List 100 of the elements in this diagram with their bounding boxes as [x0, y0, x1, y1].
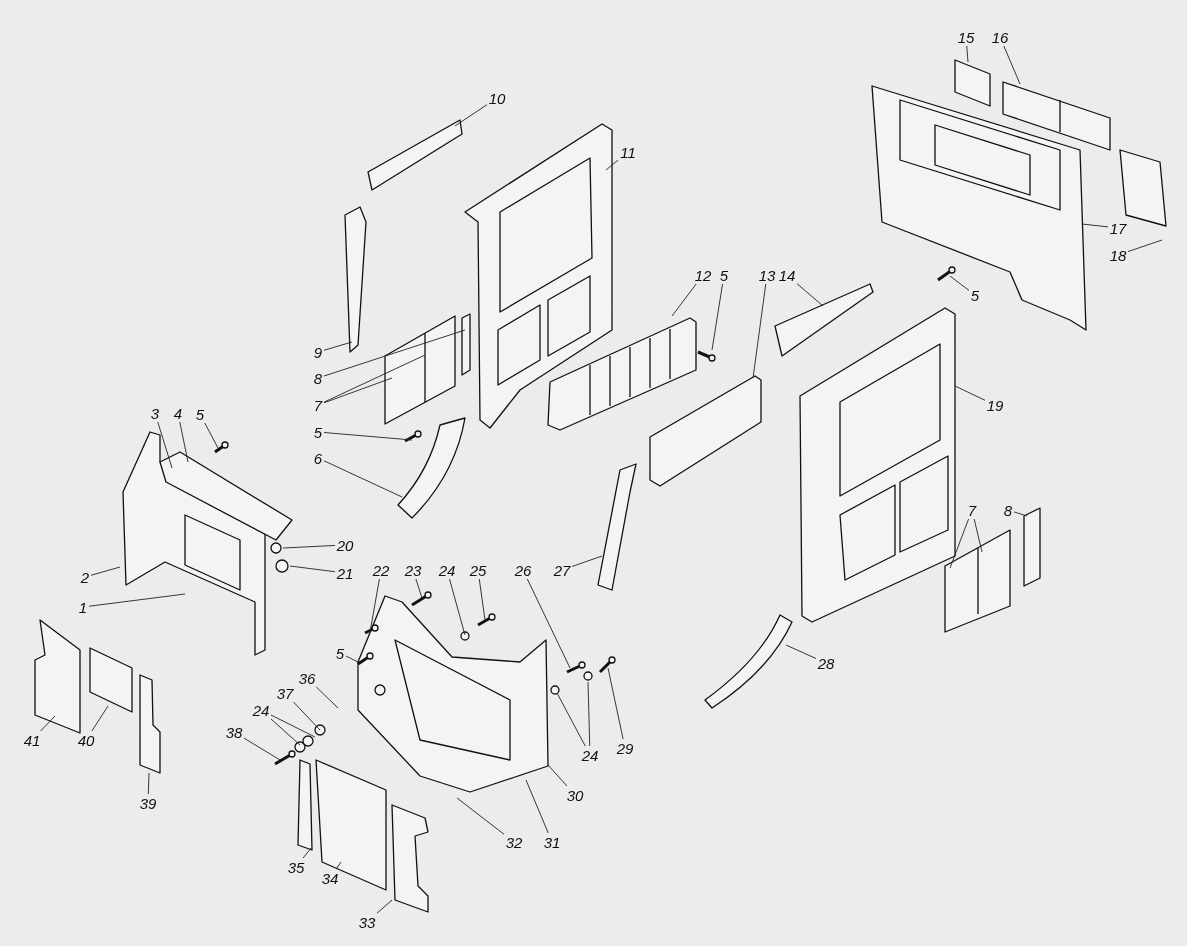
- leader-line: [456, 797, 505, 835]
- callout-number: 5: [719, 267, 729, 283]
- callout-number: 2: [80, 569, 90, 585]
- leader-line: [796, 283, 824, 307]
- callout-number: 25: [469, 562, 487, 578]
- leader-line: [323, 329, 466, 377]
- leader-line: [973, 518, 983, 553]
- leader-line: [587, 681, 591, 747]
- callout-number: 16: [991, 29, 1009, 45]
- callout-number: 1: [78, 599, 88, 615]
- callout-number: 27: [553, 562, 571, 578]
- callout-number: 23: [404, 562, 422, 578]
- leader-line: [1127, 239, 1163, 253]
- leader-line: [88, 593, 186, 607]
- leader-line: [525, 779, 549, 834]
- leader-line: [526, 578, 571, 669]
- leader-line: [547, 764, 568, 787]
- leader-line: [157, 421, 173, 469]
- leader-line: [289, 565, 336, 573]
- callout-number: 14: [778, 267, 796, 283]
- leader-line: [785, 644, 817, 659]
- callout-number: 5: [195, 406, 205, 422]
- callout-number: 20: [336, 537, 354, 553]
- callout-number: 28: [817, 655, 835, 671]
- callout-number: 37: [276, 685, 294, 701]
- leader-line: [556, 692, 586, 747]
- leader-line: [415, 578, 423, 599]
- callout-number: 8: [1003, 502, 1013, 518]
- leader-line: [949, 518, 970, 569]
- callout-number: 19: [986, 397, 1004, 413]
- leader-line: [671, 283, 697, 317]
- leader-line: [323, 354, 426, 403]
- leader-line: [270, 714, 316, 738]
- callout-number: 13: [758, 267, 776, 283]
- callout-number: 9: [313, 344, 323, 360]
- callout-number: 12: [694, 267, 712, 283]
- leader-line: [323, 341, 353, 351]
- leader-line: [949, 275, 970, 291]
- callout-number: 6: [313, 450, 323, 466]
- leader-line: [376, 899, 393, 914]
- callout-number: 5: [970, 287, 980, 303]
- leader-line: [752, 283, 767, 379]
- callout-number: 10: [488, 90, 506, 106]
- leader-line: [179, 421, 189, 463]
- callout-number: 24: [438, 562, 456, 578]
- leader-line: [282, 545, 336, 549]
- callout-number: 30: [566, 787, 584, 803]
- callout-number: 26: [514, 562, 532, 578]
- leader-line: [302, 847, 312, 859]
- callout-number: 31: [543, 834, 561, 850]
- leader-line: [454, 104, 488, 127]
- leader-line: [605, 159, 619, 171]
- leader-line: [293, 701, 321, 731]
- leader-line: [1003, 45, 1021, 85]
- callout-number: 11: [620, 144, 636, 160]
- callout-number: 5: [335, 645, 345, 661]
- leader-line: [478, 578, 486, 621]
- leader-line: [323, 432, 413, 441]
- leader-line: [270, 718, 301, 746]
- callout-number: 5: [313, 424, 323, 440]
- callout-number: 18: [1109, 247, 1127, 263]
- leader-line: [40, 715, 56, 732]
- callout-number: 29: [616, 740, 634, 756]
- callout-number: 7: [967, 502, 977, 518]
- callout-number: 24: [252, 702, 270, 718]
- leader-line: [204, 422, 219, 449]
- leader-line: [91, 705, 109, 732]
- callout-number: 17: [1109, 220, 1127, 236]
- leader-line: [1013, 511, 1028, 517]
- callout-number: 34: [321, 870, 339, 886]
- leader-line: [315, 686, 339, 709]
- leader-line: [345, 655, 359, 663]
- leader-line: [449, 578, 466, 636]
- callout-number: 38: [225, 724, 243, 740]
- callout-number: 22: [372, 562, 390, 578]
- callout-number: 40: [77, 732, 95, 748]
- leader-line: [966, 45, 969, 63]
- callout-number: 35: [287, 859, 305, 875]
- callout-number: 32: [505, 834, 523, 850]
- leader-line: [607, 667, 624, 740]
- leader-line: [711, 283, 723, 351]
- leader-line: [147, 772, 150, 795]
- callout-number: 21: [336, 565, 354, 581]
- leader-line: [243, 737, 281, 761]
- leader-line: [323, 460, 403, 498]
- leader-line: [954, 385, 986, 401]
- callout-number: 39: [139, 795, 157, 811]
- callout-number: 7: [313, 397, 323, 413]
- callout-number: 36: [298, 670, 316, 686]
- leader-line: [571, 555, 603, 567]
- leader-line: [1081, 223, 1109, 228]
- callout-number: 41: [23, 732, 41, 748]
- leader-line: [335, 861, 342, 870]
- callout-number: 8: [313, 370, 323, 386]
- callout-number: 4: [173, 405, 183, 421]
- callout-number: 33: [358, 914, 376, 930]
- callout-number: 15: [957, 29, 975, 45]
- leader-line: [369, 578, 380, 633]
- leader-line: [323, 377, 393, 404]
- leader-line: [90, 566, 121, 576]
